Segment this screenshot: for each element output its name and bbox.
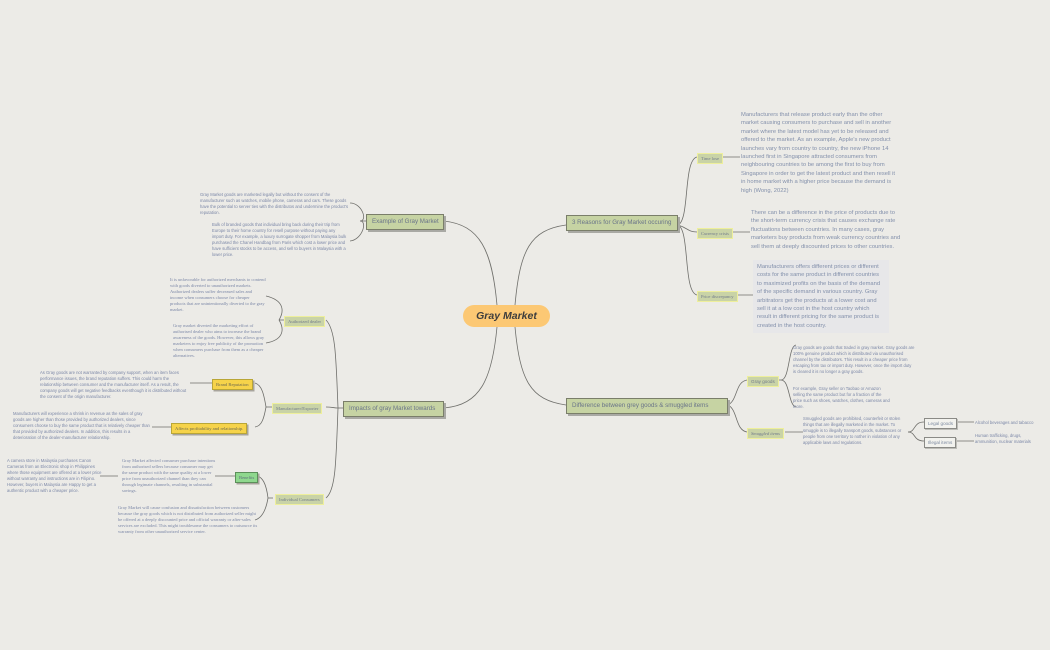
note-authorized-dealer-2: Gray market diverted the marketing effor… — [173, 323, 265, 359]
topic-impacts[interactable]: Impacts of gray Market towards — [343, 401, 444, 418]
note-price-discrepancy: Manufacturers offers different prices or… — [753, 260, 889, 334]
topic-example[interactable]: Example of Gray Market — [366, 214, 444, 231]
note-smuggled-items: Smuggled goods are prohibited, counterfe… — [803, 416, 902, 446]
note-affects-profitability: Manufacturers will experience a shrink i… — [13, 411, 150, 441]
central-topic[interactable]: Gray Market — [463, 305, 550, 327]
subtopic-smuggled-items[interactable]: Smuggled items — [747, 428, 784, 439]
topic-reasons[interactable]: 3 Reasons for Gray Market occuring — [566, 215, 678, 232]
note-benefits-example: A camera store in Malaysia purchases Can… — [7, 458, 102, 494]
subtopic-illegal-items[interactable]: Illegal items — [924, 437, 957, 448]
subtopic-affects-profitability[interactable]: Affects profitability and relationship. — [171, 423, 248, 434]
note-authorized-dealer-1: It is unfavorable for authorized merchan… — [170, 277, 266, 313]
note-legal-goods: Alcohol beverages and tabacco — [975, 420, 1034, 425]
subtopic-currency-crisis[interactable]: Currency crisis — [697, 228, 733, 239]
subtopic-benefits[interactable]: Benefits — [235, 472, 259, 483]
subtopic-manufacturer-exporter[interactable]: Manufacturer/Exporter — [272, 403, 323, 414]
subtopic-authorized-dealer[interactable]: Authorized dealer — [284, 316, 326, 327]
note-brand-reputation: As Gray goods are not warranted by compa… — [40, 370, 187, 400]
subtopic-individual-consumers[interactable]: Individual Consumers — [275, 494, 324, 505]
note-benefits: Gray Market affected consumer purchase i… — [122, 458, 216, 494]
note-illegal-items: Human trafficking, drugs, ammunition, nu… — [975, 433, 1031, 445]
subtopic-gray-goods[interactable]: Gray goods — [747, 376, 779, 387]
subtopic-brand-reputation[interactable]: Brand Reputation — [212, 379, 253, 390]
note-gray-goods-definition: Gray goods are goods that traded in gray… — [793, 345, 915, 375]
note-example-2: Bulk of branded goods that individual br… — [212, 222, 347, 258]
note-time-lose: Manufacturers that release product early… — [741, 112, 896, 194]
topic-difference[interactable]: Difference between grey goods & smuggled… — [566, 398, 728, 415]
subtopic-legal-goods[interactable]: Legal goods — [924, 418, 958, 429]
subtopic-time-lose[interactable]: Time lose — [697, 153, 724, 164]
note-currency-crisis: There can be a difference in the price o… — [751, 210, 901, 250]
subtopic-price-discrepancy[interactable]: Price discrepancy — [697, 291, 738, 302]
note-example-1: Gray Market goods are marketed legally b… — [200, 192, 349, 216]
note-gray-goods-example: For example, Gray seller on Taobao or Am… — [793, 386, 890, 410]
note-consumer-drawback: Gray Market will cause confusion and dis… — [118, 505, 258, 535]
